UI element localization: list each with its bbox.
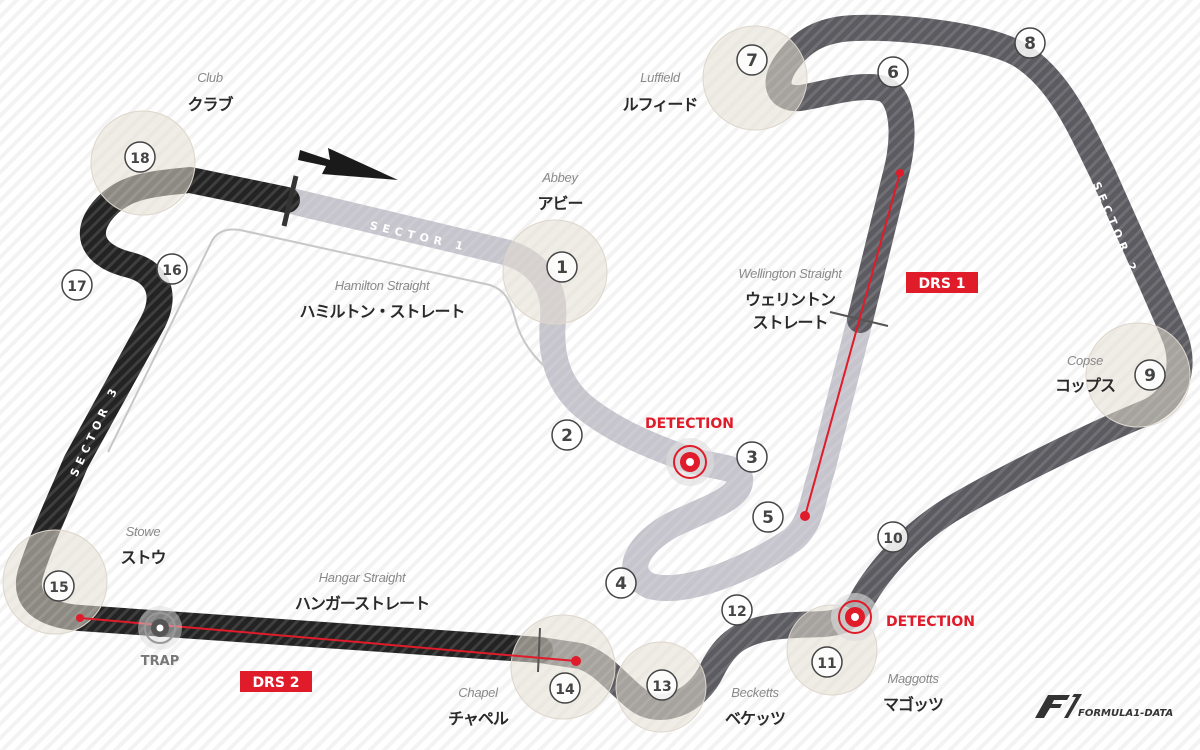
direction-arrow-icon [298, 148, 398, 180]
corner-abbey-en: Abbey [541, 170, 579, 185]
corner-zone-14 [510, 614, 616, 720]
turn-4-badge: 4 [605, 567, 637, 599]
corner-copse-en: Copse [1067, 353, 1103, 368]
turn-number: 1 [556, 258, 568, 278]
trap-label: TRAP [141, 654, 179, 669]
turn-13-badge: 13 [646, 669, 678, 701]
f1-logo-icon [1035, 694, 1082, 718]
turn-number: 7 [746, 51, 758, 71]
turn-1-badge: 1 [546, 251, 578, 283]
turn-2-badge: 2 [551, 419, 583, 451]
drs-1-badge: DRS 1 [906, 272, 978, 293]
detection-label-2: DETECTION [886, 614, 975, 630]
turn-number: 16 [162, 263, 181, 279]
drs-zone-1-line [800, 169, 904, 521]
corner-luffield-jp: ルフィード [623, 95, 698, 114]
corner-luffield-en: Luffield [640, 70, 681, 85]
turn-number: 4 [615, 574, 627, 594]
drs-2-label: DRS 2 [252, 675, 299, 691]
turn-number: 6 [887, 63, 899, 83]
corner-abbey-jp: アビー [537, 194, 582, 213]
hangar-straight-jp: ハンガーストレート [295, 594, 429, 613]
turn-18-badge: 18 [124, 141, 156, 173]
corner-club-jp: クラブ [187, 95, 233, 114]
speed-trap-marker [138, 606, 182, 650]
turn-number: 11 [817, 656, 836, 672]
turn-17-badge: 17 [61, 269, 93, 301]
turn-5-badge: 5 [752, 501, 784, 533]
turn-3-badge: 3 [736, 441, 768, 473]
turn-number: 9 [1144, 366, 1156, 386]
wellington-straight-jp2: ストレート [752, 313, 827, 332]
start-finish-line [281, 175, 299, 227]
turn-number: 14 [555, 682, 575, 698]
turn-12-badge: 12 [721, 594, 753, 626]
corner-becketts-jp: ベケッツ [725, 709, 785, 728]
turn-number: 5 [762, 508, 774, 528]
turn-9-badge: 9 [1134, 359, 1166, 391]
corner-chapel-jp: チャペル [448, 709, 509, 728]
corner-club-en: Club [197, 70, 223, 85]
turn-6-badge: 6 [877, 56, 909, 88]
corner-becketts-en: Becketts [731, 685, 779, 700]
corner-copse-jp: コップス [1055, 376, 1115, 395]
corner-stowe-jp: ストウ [120, 548, 165, 567]
corner-zone-7 [702, 25, 808, 131]
wellington-straight-jp1: ウェリントン [745, 290, 836, 309]
pit-lane [107, 228, 553, 453]
logo-text: FORMULA1-DATA [1078, 708, 1173, 719]
turn-number: 15 [49, 580, 68, 596]
turn-number: 10 [883, 531, 903, 547]
formula1-data-logo: FORMULA1-DATA [1035, 694, 1173, 719]
turn-11-badge: 11 [811, 646, 843, 678]
turn-number: 18 [130, 151, 149, 167]
hamilton-straight-en: Hamilton Straight [335, 278, 431, 293]
detection-point-2 [831, 593, 879, 641]
turn-8-badge: 8 [1014, 27, 1046, 59]
turn-16-badge: 16 [156, 253, 188, 285]
sector-marker-2-3 [537, 627, 541, 673]
turn-number: 12 [727, 604, 746, 620]
hangar-straight-en: Hangar Straight [319, 570, 407, 585]
turn-number: 8 [1024, 34, 1036, 54]
wellington-straight-en: Wellington Straight [738, 266, 843, 281]
detection-label-1: DETECTION [645, 416, 734, 432]
turn-number: 17 [67, 279, 86, 295]
turn-number: 2 [561, 426, 573, 446]
turn-15-badge: 15 [43, 570, 75, 602]
drs-2-badge: DRS 2 [240, 671, 312, 692]
corner-stowe-en: Stowe [126, 524, 161, 539]
detection-point-1 [666, 438, 714, 486]
corner-chapel-en: Chapel [458, 685, 499, 700]
turn-number: 3 [746, 448, 758, 468]
corner-maggotts-en: Maggotts [887, 671, 939, 686]
turn-14-badge: 14 [549, 672, 581, 704]
drs-1-label: DRS 1 [918, 276, 965, 292]
corner-maggotts-jp: マゴッツ [883, 695, 943, 714]
turn-10-badge: 10 [877, 521, 909, 553]
hamilton-straight-jp: ハミルトン・ストレート [299, 302, 464, 321]
turn-number: 13 [652, 679, 671, 695]
turn-7-badge: 7 [736, 44, 768, 76]
